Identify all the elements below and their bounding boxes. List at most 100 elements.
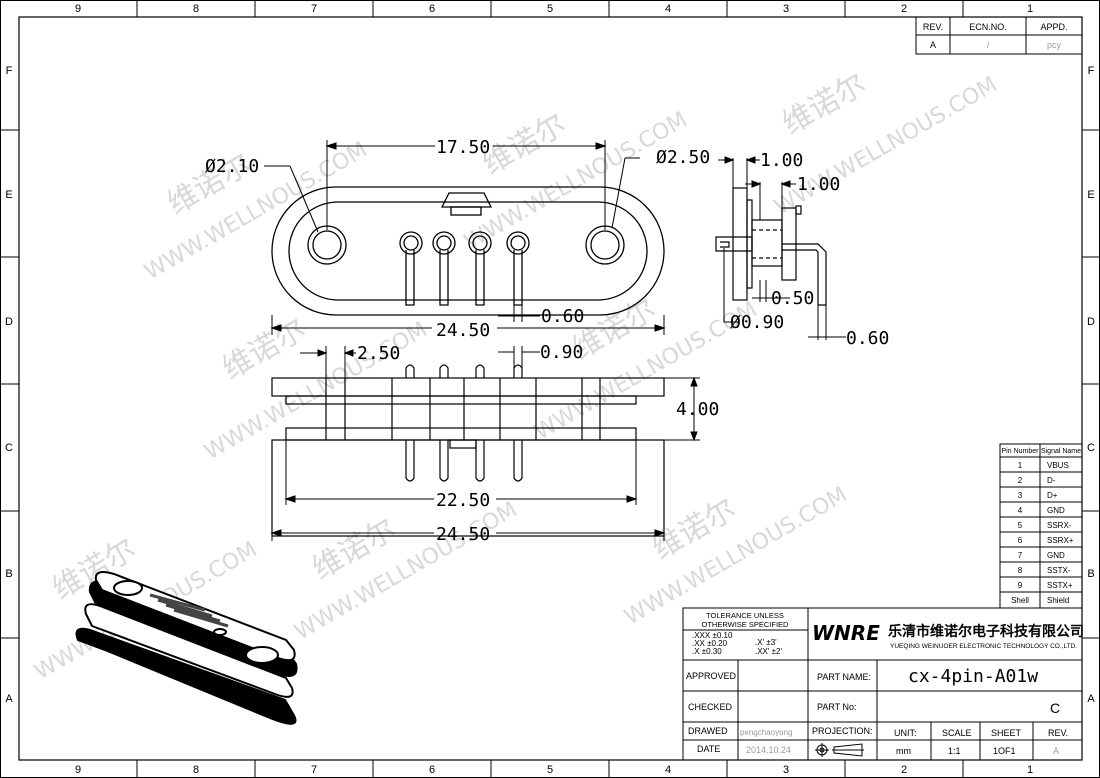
col-label-bottom: 3 — [783, 764, 789, 776]
appd-value: pcy — [1047, 40, 1062, 50]
top-view-pins — [399, 231, 530, 306]
row-label-left: E — [5, 189, 12, 201]
pin-table: Pin Number Signal Name 1 VBUS 2 D- 3 D+ … — [999, 443, 1083, 609]
zone-labels: 9 8 7 6 5 4 3 2 1 9 8 7 6 5 4 3 2 1 F E … — [5, 3, 1095, 776]
watermark-en: WWW.WELLNOUS.COM — [461, 107, 692, 255]
col-label-top: 9 — [75, 3, 81, 15]
projection-symbol-icon — [815, 743, 864, 757]
col-label-bottom: 6 — [429, 764, 435, 776]
col-label-bottom: 5 — [547, 764, 553, 776]
top-view-labels: 17.50 Ø2.10 Ø2.50 24.50 0.60 — [205, 137, 710, 341]
col-label-top: 4 — [665, 3, 671, 15]
isometric-view — [75, 571, 298, 725]
top-view-inner-shell — [288, 201, 648, 301]
appd-header: APPD. — [1040, 22, 1067, 32]
tolerance-title-1: TOLERANCE UNLESS — [706, 611, 784, 620]
col-label-bottom: 9 — [75, 764, 81, 776]
col-label-bottom: 7 — [311, 764, 317, 776]
row-label-left: A — [5, 693, 13, 705]
ecn-value: / — [987, 40, 990, 50]
side-dim-3: 0.50 — [771, 288, 814, 309]
company-logo: WNRE — [812, 621, 880, 645]
pin-number: 3 — [1018, 491, 1023, 500]
tolerance-title-2: OTHERWISE SPECIFIED — [702, 620, 790, 629]
top-view-dimensions — [264, 140, 666, 335]
projection-label: PROJECTION: — [812, 726, 873, 736]
row-label-right: B — [1087, 568, 1094, 580]
watermark-en: WWW.WELLNOUS.COM — [201, 317, 432, 465]
signal-name: SSTX- — [1047, 566, 1071, 575]
side-dim-1: 1.00 — [760, 150, 803, 171]
pin-number: 2 — [1018, 476, 1023, 485]
col-label-top: 8 — [193, 3, 199, 15]
title-block: TOLERANCE UNLESS OTHERWISE SPECIFIED .XX… — [682, 607, 1084, 761]
right-hole-diameter: Ø2.50 — [656, 147, 710, 168]
front-inner-dimension: 22.50 — [436, 490, 490, 511]
rev-label: REV. — [1048, 728, 1068, 738]
col-label-bottom: 4 — [665, 764, 671, 776]
part-name-label: PART NAME: — [817, 672, 871, 682]
front-dim-2: 0.90 — [540, 342, 583, 363]
front-overall-dimension: 24.50 — [436, 524, 490, 545]
left-hole-diameter: Ø2.10 — [205, 156, 259, 177]
pin-number: Shell — [1011, 596, 1029, 605]
col-label-top: 1 — [1027, 3, 1033, 15]
side-view-dimensions — [718, 156, 846, 340]
unit-value: mm — [896, 746, 911, 756]
side-view-labels: 1.00 1.00 0.50 Ø0.90 0.60 — [730, 150, 889, 349]
col-label-top: 7 — [311, 3, 317, 15]
tolerance-x: .X ±0.30 — [692, 647, 722, 656]
approved-label: APPROVED — [686, 671, 737, 681]
row-label-left: D — [5, 316, 13, 328]
pin-number: 1 — [1018, 461, 1023, 470]
drawer-name: pengchaoyong — [740, 728, 793, 737]
tolerance-angle-1: .X' ±3' — [755, 638, 777, 647]
row-label-right: F — [1088, 65, 1095, 77]
pin-number: 8 — [1018, 566, 1023, 575]
ecn-header: ECN.NO. — [969, 22, 1007, 32]
rev-value: A — [930, 40, 936, 50]
col-label-bottom: 1 — [1027, 764, 1033, 776]
col-label-top: 5 — [547, 3, 553, 15]
row-label-left: F — [6, 65, 13, 77]
row-label-right: D — [1087, 316, 1095, 328]
top-view-outer-shell — [271, 186, 665, 316]
part-name-value: cx-4pin-A01w — [908, 666, 1038, 687]
signal-name: SSRX+ — [1047, 536, 1074, 545]
tolerance-xxx: .XXX ±0.10 — [692, 631, 733, 640]
signal-name: SSTX+ — [1047, 581, 1073, 590]
overall-length-dimension: 24.50 — [436, 320, 490, 341]
pin-number: 4 — [1018, 506, 1023, 515]
right-hole — [585, 225, 625, 265]
front-view — [271, 364, 665, 537]
scale-value: 1:1 — [948, 746, 961, 756]
signal-name: VBUS — [1047, 461, 1069, 470]
rev-header: REV. — [923, 22, 943, 32]
company-name-en: YUEQING WEINUOER ELECTRONIC TECHNOLOGY C… — [890, 643, 1077, 650]
left-hole — [307, 225, 347, 265]
col-label-top: 6 — [429, 3, 435, 15]
part-no-value: C — [1050, 700, 1060, 716]
unit-label: UNIT: — [894, 728, 917, 738]
pitch-dimension: 17.50 — [436, 137, 490, 158]
pin-number: 9 — [1018, 581, 1023, 590]
watermark-cn: 维诺尔 — [777, 67, 872, 142]
signal-name: SSRX- — [1047, 521, 1072, 530]
side-dim-5: 0.60 — [846, 328, 889, 349]
company-name-cn: 乐清市维诺尔电子科技有限公司 — [888, 623, 1084, 640]
tolerance-angle-2: .XX' ±2' — [755, 647, 782, 656]
row-label-right: A — [1087, 693, 1095, 705]
checked-label: CHECKED — [688, 702, 733, 712]
signal-name: GND — [1047, 506, 1065, 515]
rev-value: A — [1053, 746, 1059, 756]
part-no-label: PART No: — [817, 702, 857, 712]
pin-number: 6 — [1018, 536, 1023, 545]
side-dim-2: 1.00 — [797, 174, 840, 195]
col-label-top: 3 — [783, 3, 789, 15]
col-label-bottom: 8 — [193, 764, 199, 776]
pin-number-header: Pin Number — [1002, 448, 1040, 455]
signal-name: D- — [1047, 476, 1056, 485]
revision-table: REV. ECN.NO. APPD. A / pcy — [915, 16, 1083, 55]
signal-name: Shield — [1047, 596, 1069, 605]
